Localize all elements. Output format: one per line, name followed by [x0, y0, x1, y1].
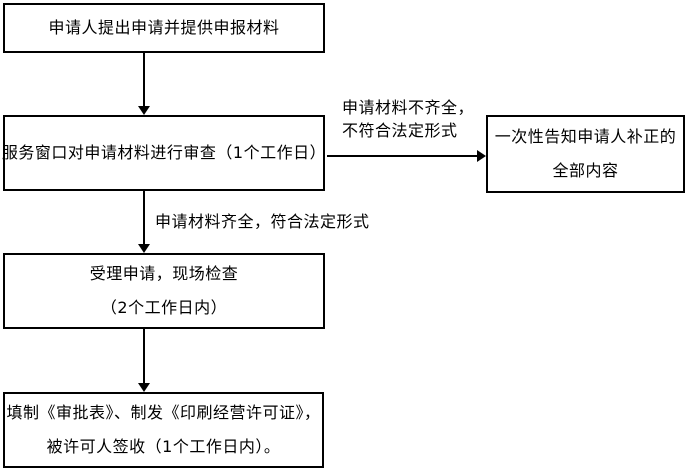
flow-box-issue-line1: 填制《审批表》、制发《印刷经营许可证》，: [6, 403, 321, 422]
flow-box-accept: 受理申请，现场检查 （2个工作日内）: [3, 253, 325, 329]
flow-box-review: 服务窗口对申请材料进行审查（1个工作日）: [1, 115, 327, 191]
edge-label-incomplete-line1: 申请材料不齐全，: [342, 98, 475, 117]
arrow-accept-to-issue-head-icon: [138, 383, 150, 392]
edge-label-complete-line1: 申请材料齐全，符合法定形式: [155, 212, 370, 231]
flow-box-apply: 申请人提出申请并提供申报材料: [3, 3, 325, 53]
arrow-review-to-notify-line: [327, 155, 478, 157]
flow-box-issue-line2: 被许可人签收（1个工作日内）。: [46, 437, 281, 456]
arrow-apply-to-review-line: [143, 53, 145, 107]
arrow-review-to-notify-head-icon: [477, 150, 486, 162]
flow-box-apply-text: 申请人提出申请并提供申报材料: [48, 18, 280, 37]
arrow-review-to-accept-line: [143, 191, 145, 245]
flow-box-accept-line2: （2个工作日内）: [100, 298, 228, 317]
arrow-review-to-accept-head-icon: [138, 244, 150, 253]
edge-label-complete: 申请材料齐全，符合法定形式: [155, 210, 370, 233]
arrow-accept-to-issue-line: [143, 329, 145, 384]
edge-label-incomplete-line2: 不符合法定形式: [342, 121, 458, 140]
arrow-apply-to-review-head-icon: [138, 106, 150, 115]
flow-box-accept-line1: 受理申请，现场检查: [89, 264, 239, 283]
flow-box-notify-line1: 一次性告知申请人补正的: [494, 127, 677, 146]
flow-box-notify-line2: 全部内容: [552, 161, 619, 180]
flow-box-review-text: 服务窗口对申请材料进行审查（1个工作日）: [1, 143, 327, 162]
edge-label-incomplete: 申请材料不齐全， 不符合法定形式: [342, 96, 474, 142]
flow-box-notify: 一次性告知申请人补正的 全部内容: [486, 115, 685, 193]
flow-box-issue: 填制《审批表》、制发《印刷经营许可证》， 被许可人签收（1个工作日内）。: [3, 392, 324, 468]
